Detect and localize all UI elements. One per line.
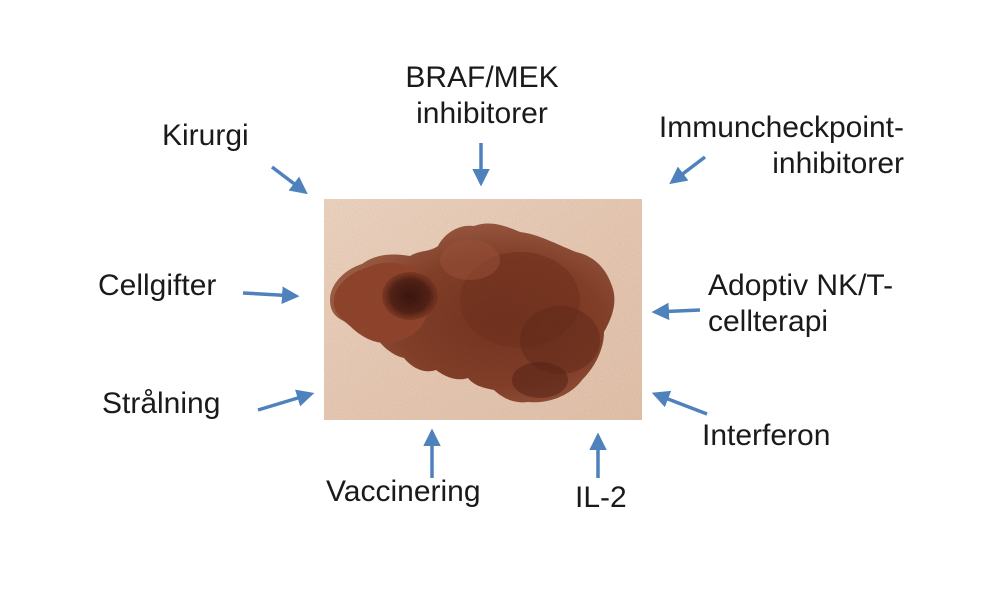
label-braf-mek: BRAF/MEK inhibitorer (405, 61, 559, 130)
arrow-interferon (651, 390, 708, 416)
arrow-immuncheckpoint (669, 155, 707, 185)
label-stralning: Strålning (102, 387, 221, 420)
arrow-kirurgi (270, 165, 308, 195)
arrow-cellgifter (242, 286, 300, 304)
label-adoptiv: Adoptiv NK/T- cellterapi (708, 269, 894, 338)
label-kirurgi: Kirurgi (162, 119, 249, 152)
label-vaccinering: Vaccinering (326, 475, 481, 508)
label-interferon: Interferon (702, 419, 831, 452)
label-cellgifter: Cellgifter (98, 269, 217, 302)
arrow-adoptiv (651, 302, 701, 321)
label-immuncheckpoint: Immuncheckpoint- inhibitorer (658, 111, 904, 180)
label-il2: IL-2 (575, 481, 627, 514)
arrow-stralning (257, 389, 315, 412)
